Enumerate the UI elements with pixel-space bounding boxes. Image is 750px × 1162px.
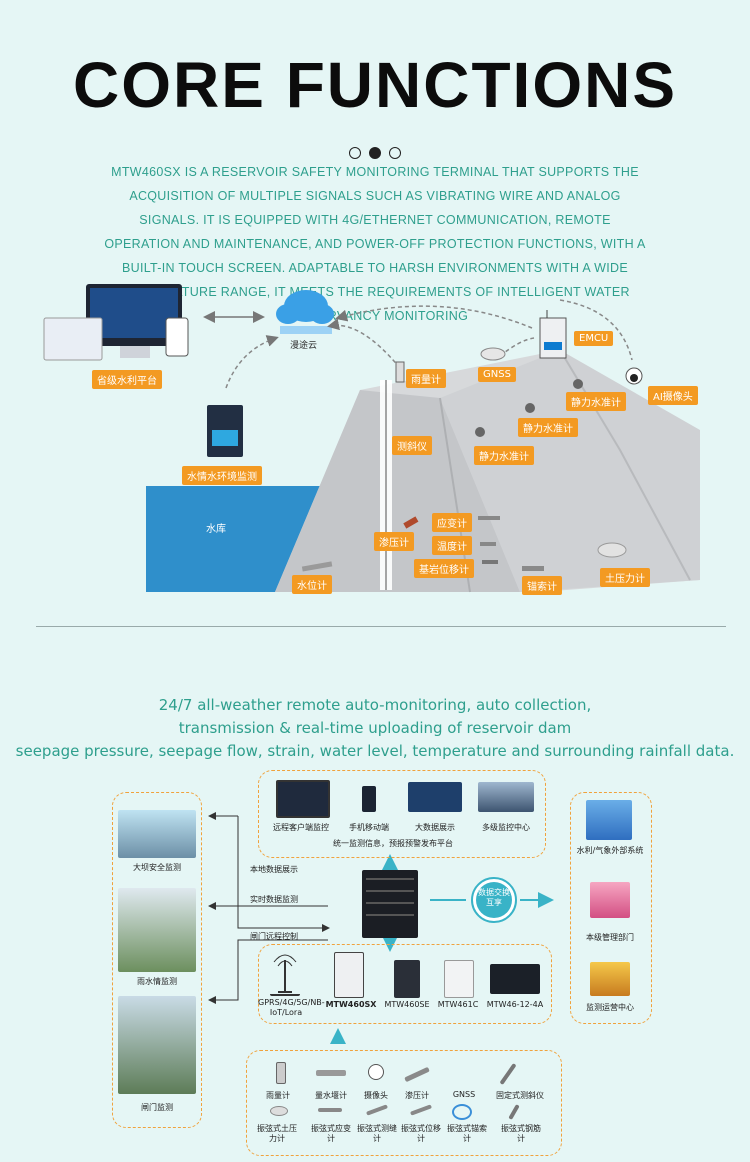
scene-label: 雨水情监测 <box>137 977 177 986</box>
bigscreen-icon <box>408 782 462 812</box>
mtw46-icon <box>490 964 540 994</box>
tag-strain: 应变计 <box>432 513 472 532</box>
tag-emcu: EMCU <box>574 331 614 346</box>
platform-label: 远程客户端监控 <box>273 823 329 832</box>
gate-photo <box>118 996 196 1094</box>
carousel-dot-active[interactable] <box>369 146 381 159</box>
left-scenes-box <box>112 792 202 1128</box>
device-label: MTW461C <box>437 1000 479 1009</box>
sensor-label: 振弦式位移计 <box>401 1124 441 1143</box>
device-box <box>258 944 552 1024</box>
platform-label: 大数据展示 <box>415 823 455 832</box>
tag-piezometer: 渗压计 <box>374 532 414 551</box>
page-title: CORE FUNCTIONS <box>73 49 677 121</box>
device-label: MTW46-12-4A <box>486 1000 544 1009</box>
dam-photo <box>118 810 196 858</box>
divider <box>36 626 726 627</box>
tag-inclinometer: 测斜仪 <box>392 436 432 455</box>
desktop-icon <box>276 780 330 818</box>
tag-gnss: GNSS <box>478 367 516 382</box>
reservoir-water <box>146 486 330 592</box>
building-icon <box>586 800 632 840</box>
strain-icon <box>318 1108 342 1112</box>
scene-label: 闸门监测 <box>141 1103 173 1112</box>
tag-anchor: 锚索计 <box>522 576 562 595</box>
phone-icon <box>362 786 376 812</box>
ops-center-icon <box>590 962 630 996</box>
weir-gauge-icon <box>316 1070 346 1076</box>
emcu-icon <box>539 317 567 359</box>
tag-water-env: 水情水环境监测 <box>182 466 262 485</box>
tag-leveling-3: 静力水准计 <box>474 446 534 465</box>
cloud-icon <box>276 290 334 334</box>
system-label: 本级管理部门 <box>586 933 634 942</box>
sensor-label: 固定式测斜仪 <box>496 1091 544 1100</box>
subtitle-line: transmission & real-time uploading of re… <box>178 719 572 737</box>
rain-station-photo <box>118 888 196 972</box>
earth-pressure-icon <box>270 1106 288 1116</box>
platform-label: 多级监控中心 <box>482 823 530 832</box>
sensor-label: 振弦式钢筋计 <box>501 1124 541 1143</box>
mtw460se-icon <box>394 960 420 998</box>
rain-gauge-icon <box>276 1062 286 1084</box>
sensor-box <box>246 1050 562 1156</box>
rain-gauge-icon <box>395 361 405 383</box>
reservoir-label: 水库 <box>206 524 226 535</box>
top-platform-box <box>258 770 546 858</box>
carousel-dots <box>0 142 750 161</box>
sensor-label: 渗压计 <box>405 1091 429 1100</box>
control-center-icon <box>478 782 534 812</box>
tag-rain-gauge: 雨量计 <box>406 369 446 388</box>
tag-bedrock: 基岩位移计 <box>414 559 474 578</box>
subtitle-line: 24/7 all-weather remote auto-monitoring,… <box>158 696 592 714</box>
mtw460sx-icon <box>334 952 364 998</box>
architecture-diagram <box>208 812 554 1044</box>
device-label: MTW460SX <box>325 1000 377 1009</box>
sensor-label: 雨量计 <box>266 1091 290 1100</box>
carousel-dot[interactable] <box>349 146 361 159</box>
system-label: 水利/气象外部系统 <box>576 846 644 855</box>
carousel-dot[interactable] <box>389 146 401 159</box>
mtw461c-icon <box>444 960 474 998</box>
dam-diagram <box>43 284 700 593</box>
antenna-icon <box>270 952 300 996</box>
system-label: 监测运营中心 <box>586 1003 634 1012</box>
device-label: GPRS/4G/5G/NB-IoT/Lora <box>258 998 325 1017</box>
scene-label: 大坝安全监测 <box>133 863 181 872</box>
sensor-label: 振弦式应变计 <box>311 1124 351 1143</box>
arrow-label: 实时数据监测 <box>250 895 298 904</box>
sensor-label: 量水堰计 <box>315 1091 347 1100</box>
shop-icon <box>590 882 630 918</box>
cloud-label: 漫途云 <box>290 341 318 351</box>
tag-water-level: 水位计 <box>292 575 332 594</box>
sensor-label: 摄像头 <box>364 1091 388 1100</box>
section-subtitle: 24/7 all-weather remote auto-monitoring,… <box>0 694 750 763</box>
sensor-label: GNSS <box>452 1090 476 1099</box>
tag-ai-camera: AI摄像头 <box>648 386 698 405</box>
publish-label: 统一监测信息，预报预警发布平台 <box>333 839 453 848</box>
exchange-label: 数据交换互享 <box>478 888 510 907</box>
camera-icon <box>368 1064 384 1080</box>
subtitle-line: seepage pressure, seepage flow, strain, … <box>15 742 735 760</box>
tag-earth-pressure: 土压力计 <box>600 568 650 587</box>
arrow-label: 闸门远程控制 <box>250 932 298 941</box>
tag-platform: 省级水利平台 <box>92 370 162 389</box>
tag-temperature: 温度计 <box>432 536 472 555</box>
gnss-icon <box>480 347 506 361</box>
arrow-label: 本地数据展示 <box>250 865 298 874</box>
right-systems-box <box>570 792 652 1024</box>
tag-leveling-1: 静力水准计 <box>566 392 626 411</box>
platform-label: 手机移动端 <box>349 823 389 832</box>
tag-leveling-2: 静力水准计 <box>518 418 578 437</box>
sensor-label: 振弦式测缝计 <box>357 1124 397 1143</box>
sensor-label: 振弦式锚索计 <box>447 1124 487 1143</box>
sensor-label: 振弦式土压力计 <box>257 1124 297 1143</box>
anchor-cable-icon <box>452 1104 472 1120</box>
device-label: MTW460SE <box>384 1000 430 1009</box>
